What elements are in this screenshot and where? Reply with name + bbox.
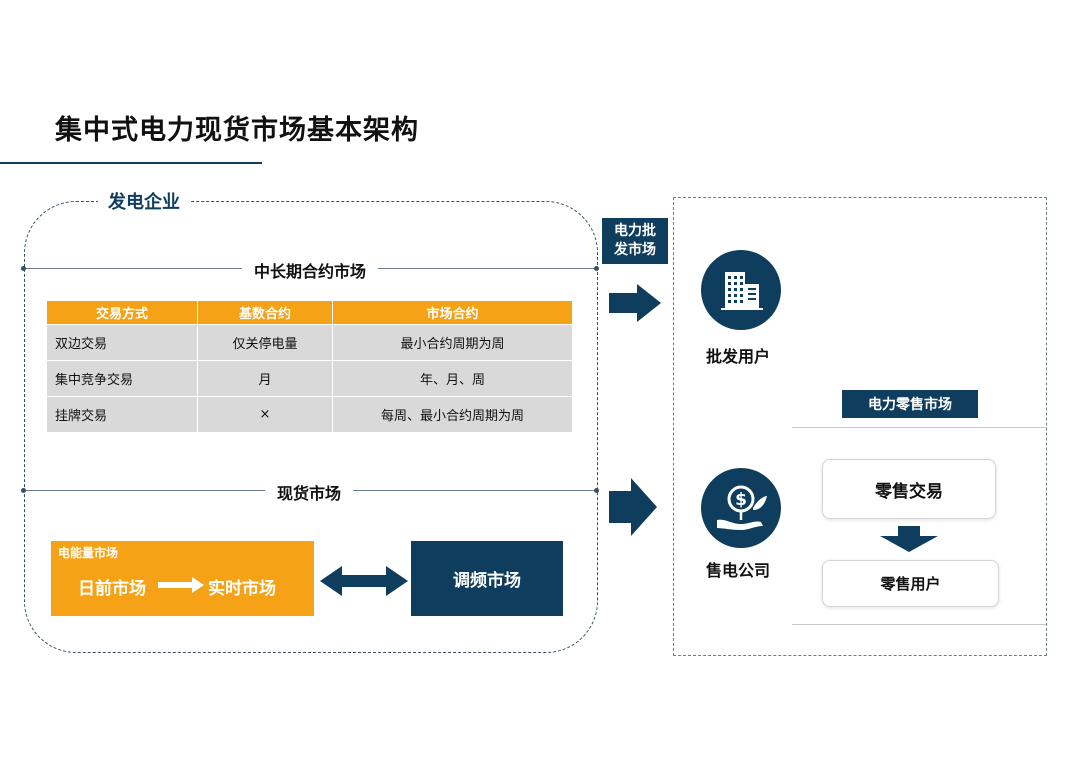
table-cell: × bbox=[198, 397, 332, 432]
regulation-market-box: 调频市场 bbox=[411, 541, 563, 616]
arrow-right-icon bbox=[609, 284, 661, 322]
arrow-down-icon bbox=[880, 526, 938, 552]
retail-company-label: 售电公司 bbox=[706, 561, 771, 580]
table-cell: 每周、最小合约周期为周 bbox=[333, 397, 572, 432]
building-icon bbox=[701, 250, 781, 330]
generation-label: 发电企业 bbox=[98, 188, 190, 214]
svg-text:$: $ bbox=[735, 490, 747, 510]
retail-market-tag: 电力零售市场 bbox=[842, 390, 978, 418]
generation-container bbox=[24, 201, 598, 653]
divider-dot-left bbox=[21, 266, 26, 271]
page-title: 集中式电力现货市场基本架构 bbox=[55, 115, 419, 146]
double-arrow-icon bbox=[320, 566, 408, 596]
table-header-row: 交易方式 基数合约 市场合约 bbox=[47, 301, 572, 324]
retail-top-rule bbox=[792, 427, 1046, 428]
table-cell: 年、月、周 bbox=[333, 361, 572, 396]
energy-market-label: 电能量市场 bbox=[58, 546, 119, 560]
table-cell: 月 bbox=[198, 361, 332, 396]
table-cell: 集中竞争交易 bbox=[47, 361, 197, 396]
contract-table: 交易方式 基数合约 市场合约 双边交易 仅关停电量 最小合约周期为周 集中竞争交… bbox=[46, 300, 573, 433]
table-row: 双边交易 仅关停电量 最小合约周期为周 bbox=[47, 325, 572, 360]
wholesale-market-line1: 电力批 bbox=[614, 223, 656, 239]
table-row: 集中竞争交易 月 年、月、周 bbox=[47, 361, 572, 396]
divider-dot-right bbox=[594, 488, 599, 493]
table-cell: 最小合约周期为周 bbox=[333, 325, 572, 360]
wholesale-market-tag: 电力批 发市场 bbox=[602, 218, 668, 264]
header-market-contract: 市场合约 bbox=[333, 301, 572, 324]
table-cell: 挂牌交易 bbox=[47, 397, 197, 432]
table-cell: 双边交易 bbox=[47, 325, 197, 360]
title-underline bbox=[0, 162, 262, 164]
money-plant-icon: $ bbox=[701, 468, 781, 548]
retail-user-card: 零售用户 bbox=[822, 560, 999, 607]
divider-dot-right bbox=[594, 266, 599, 271]
header-base-contract: 基数合约 bbox=[198, 301, 332, 324]
real-time-market: 实时市场 bbox=[208, 579, 276, 599]
arrow-right-icon bbox=[609, 478, 657, 536]
energy-market-box bbox=[51, 541, 314, 616]
retail-bottom-rule bbox=[792, 624, 1046, 625]
right-arrow-icon bbox=[158, 577, 204, 593]
user-side-container bbox=[673, 197, 1047, 656]
spot-market-label: 现货市场 bbox=[265, 480, 354, 504]
table-row: 挂牌交易 × 每周、最小合约周期为周 bbox=[47, 397, 572, 432]
divider-dot-left bbox=[21, 488, 26, 493]
day-ahead-market: 日前市场 bbox=[78, 579, 146, 599]
wholesale-user-label: 批发用户 bbox=[706, 347, 771, 366]
wholesale-market-line2: 发市场 bbox=[614, 242, 656, 258]
retail-trading-card: 零售交易 bbox=[822, 459, 996, 519]
table-cell: 仅关停电量 bbox=[198, 325, 332, 360]
header-trade-method: 交易方式 bbox=[47, 301, 197, 324]
long-term-market-label: 中长期合约市场 bbox=[242, 258, 379, 282]
